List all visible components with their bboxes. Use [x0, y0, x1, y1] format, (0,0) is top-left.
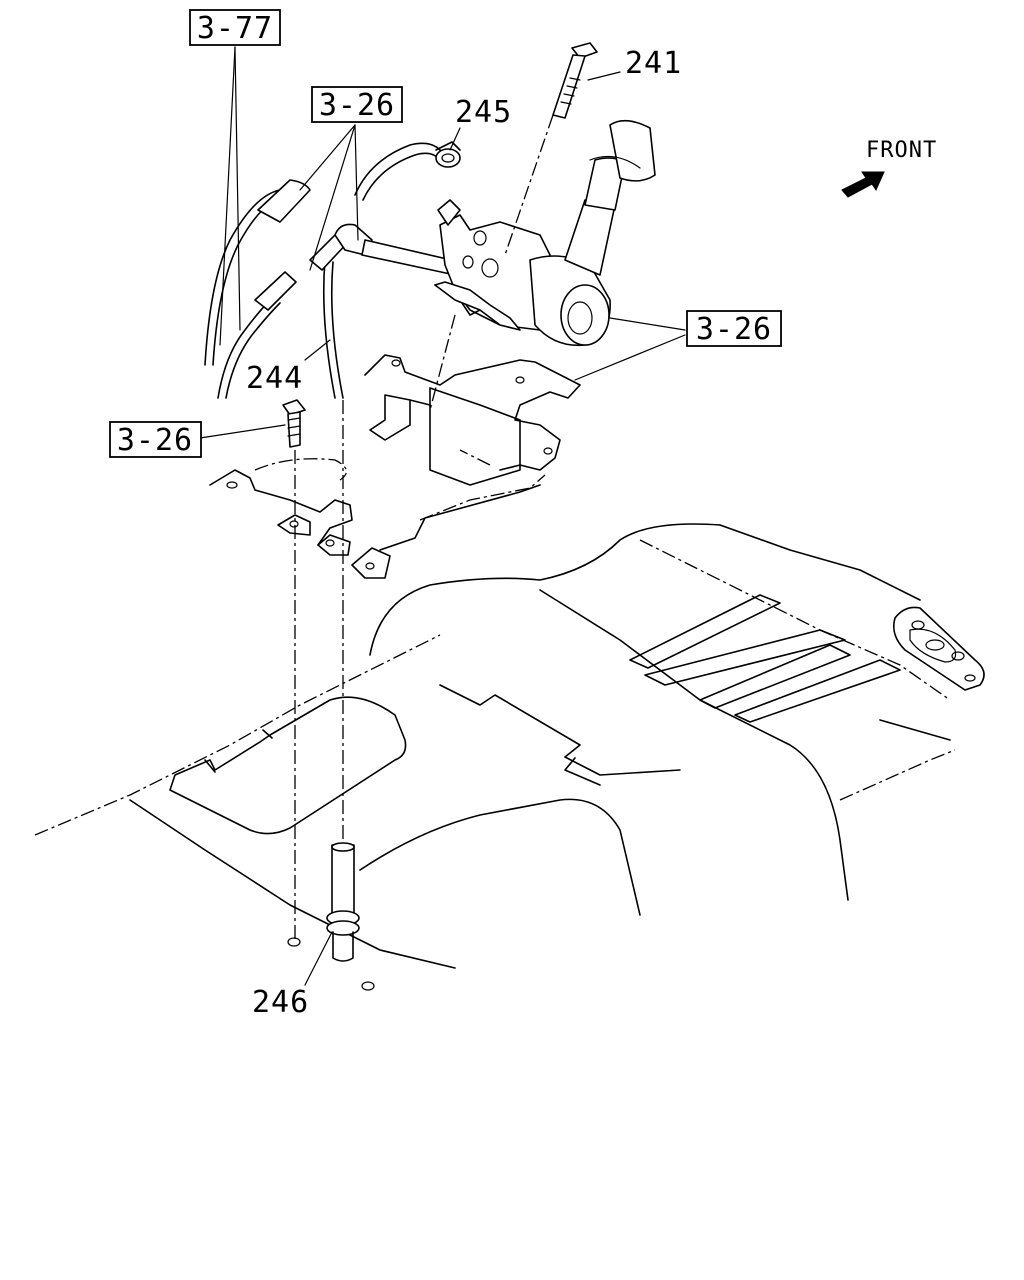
bracket-assembly — [209, 354, 581, 579]
ref-box-3-26-right[interactable]: 3-26 — [686, 310, 782, 347]
floor-panel — [34, 523, 985, 991]
ref-box-3-26-left-label: 3-26 — [117, 423, 193, 458]
ref-box-3-26-right-label: 3-26 — [696, 312, 772, 347]
ref-box-3-26-left[interactable]: 3-26 — [109, 421, 202, 458]
valve-assembly — [434, 42, 656, 347]
front-label: FRONT — [866, 138, 937, 163]
part-number-245: 245 — [455, 95, 512, 130]
front-arrow-icon — [841, 171, 885, 198]
leader-lines — [199, 46, 686, 986]
ref-box-3-77[interactable]: 3-77 — [189, 9, 281, 46]
ref-box-3-26-top[interactable]: 3-26 — [311, 86, 403, 123]
ref-box-3-77-label: 3-77 — [197, 11, 273, 46]
part-number-241: 241 — [625, 46, 682, 81]
bolts-and-pins — [282, 314, 456, 962]
front-direction-indicator: FRONT — [841, 138, 937, 198]
part-number-244: 244 — [246, 361, 303, 396]
hoses — [204, 142, 461, 399]
part-number-246: 246 — [252, 985, 309, 1020]
ref-box-3-26-top-label: 3-26 — [319, 88, 395, 123]
